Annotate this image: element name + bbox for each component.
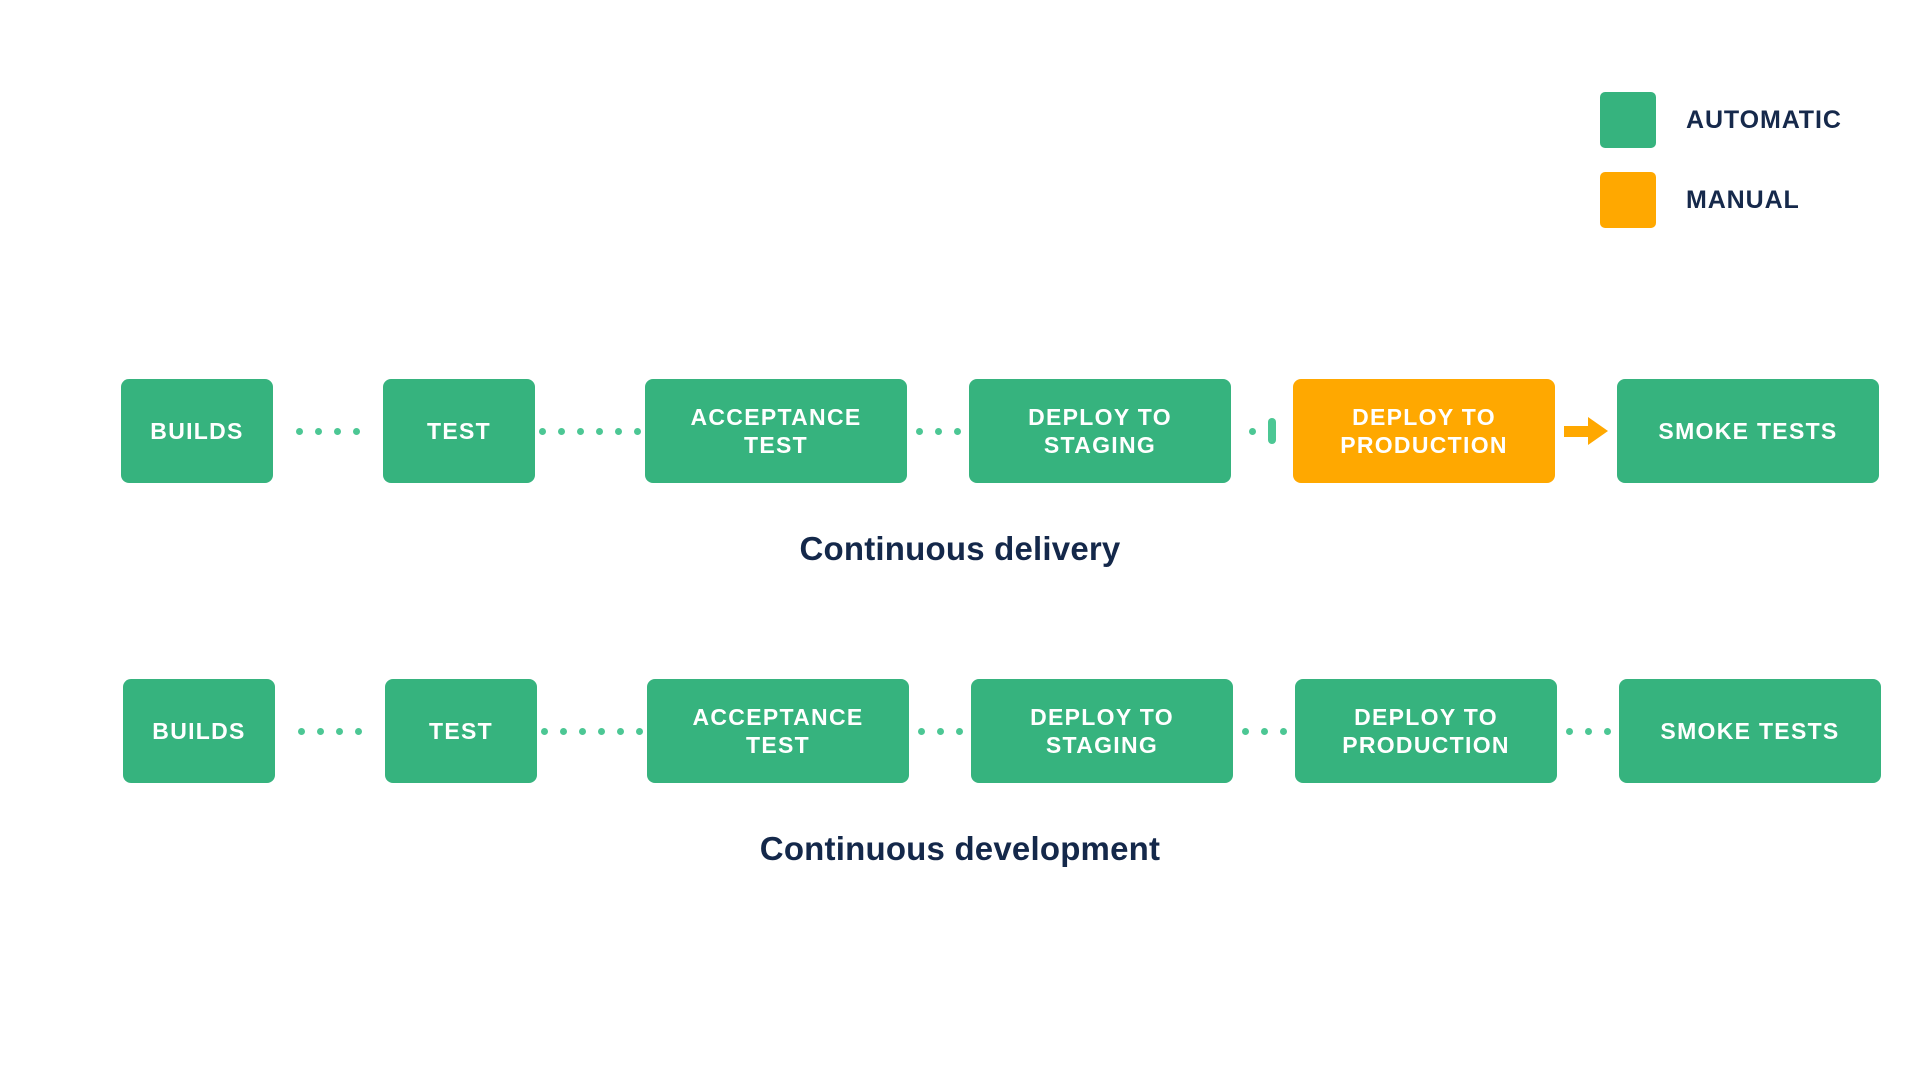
connector-dot bbox=[336, 727, 343, 735]
connector-dotted-line bbox=[275, 679, 385, 783]
pipeline-stage-label: ACCEPTANCE TEST bbox=[692, 703, 864, 758]
connector-dot bbox=[353, 427, 360, 435]
connector-dot bbox=[1241, 727, 1249, 735]
connector-dot bbox=[577, 427, 584, 435]
legend-item-manual: MANUAL bbox=[1600, 170, 1842, 230]
connector-dot bbox=[598, 727, 605, 735]
connector-dot bbox=[334, 427, 341, 435]
connector-dot bbox=[917, 727, 925, 735]
pipeline-stage[interactable]: DEPLOY TO STAGING bbox=[969, 379, 1231, 483]
connector-dot bbox=[636, 727, 643, 735]
connector-dot bbox=[539, 427, 546, 435]
pipeline-continuous-delivery: BUILDS TEST ACCEPTANCE TEST DEPLOY TO STAGI… bbox=[0, 378, 1920, 484]
pipeline-stage-label: BUILDS bbox=[152, 717, 246, 744]
connector-dot bbox=[317, 727, 324, 735]
connector-dot bbox=[936, 727, 944, 735]
connector-dot bbox=[615, 427, 622, 435]
connector-dot bbox=[579, 727, 586, 735]
legend-label-automatic: AUTOMATIC bbox=[1686, 105, 1842, 134]
connector-dot bbox=[1279, 727, 1287, 735]
connector-dot bbox=[355, 727, 362, 735]
pipeline-stage[interactable]: SMOKE TESTS bbox=[1617, 379, 1879, 483]
connector-dot bbox=[1565, 727, 1573, 735]
connector-dot bbox=[634, 427, 641, 435]
caption-continuous-delivery: Continuous delivery bbox=[799, 530, 1121, 567]
pipeline-continuous-development: BUILDS TEST ACCEPTANCE TEST DEPLOY TO STAGI… bbox=[0, 678, 1920, 784]
connector-dot bbox=[953, 427, 961, 435]
connector-arrow-icon bbox=[1555, 379, 1617, 483]
legend-label-manual: MANUAL bbox=[1686, 185, 1800, 214]
connector-dot bbox=[1584, 727, 1592, 735]
pipeline-stage[interactable]: ACCEPTANCE TEST bbox=[647, 679, 909, 783]
connector-dot bbox=[315, 427, 322, 435]
connector-dot bbox=[558, 427, 565, 435]
pipeline-stage[interactable]: ACCEPTANCE TEST bbox=[645, 379, 907, 483]
connector-dot bbox=[1603, 727, 1611, 735]
legend-item-automatic: AUTOMATIC bbox=[1600, 90, 1842, 150]
pipeline-stage[interactable]: BUILDS bbox=[121, 379, 273, 483]
connector-dot bbox=[541, 727, 548, 735]
connector-dot bbox=[296, 427, 303, 435]
connector-dotted-line bbox=[1231, 379, 1293, 483]
connector-dotted-line bbox=[535, 379, 645, 483]
pipeline-stage-label: TEST bbox=[427, 417, 491, 444]
pipeline-stage-label: DEPLOY TO PRODUCTION bbox=[1340, 403, 1508, 458]
connector-dotted-line bbox=[537, 679, 647, 783]
pipeline-stage-label: DEPLOY TO STAGING bbox=[1030, 703, 1174, 758]
pipeline-stage[interactable]: DEPLOY TO PRODUCTION bbox=[1295, 679, 1557, 783]
pipeline-stage[interactable]: SMOKE TESTS bbox=[1619, 679, 1881, 783]
connector-dot bbox=[617, 727, 624, 735]
pipeline-stage[interactable]: DEPLOY TO PRODUCTION bbox=[1293, 379, 1555, 483]
pipeline-stage-label: DEPLOY TO PRODUCTION bbox=[1342, 703, 1510, 758]
arrow-shaft bbox=[1564, 425, 1588, 437]
connector-dotted-line bbox=[1233, 679, 1295, 783]
legend-swatch-automatic-icon bbox=[1600, 92, 1656, 148]
caption-continuous-development: Continuous development bbox=[759, 830, 1161, 867]
connector-dotted-line bbox=[909, 679, 971, 783]
connector-dotted-line bbox=[273, 379, 383, 483]
connector-dot bbox=[596, 427, 603, 435]
pipeline-stage-label: SMOKE TESTS bbox=[1660, 717, 1840, 744]
pipeline-stage-label: ACCEPTANCE TEST bbox=[690, 403, 862, 458]
connector-dot bbox=[298, 727, 305, 735]
pipeline-stage-label: TEST bbox=[429, 717, 493, 744]
pipeline-stage[interactable]: TEST bbox=[383, 379, 535, 483]
arrow-head bbox=[1588, 417, 1608, 445]
pipeline-stage-label: DEPLOY TO STAGING bbox=[1028, 403, 1172, 458]
pipeline-stage[interactable]: DEPLOY TO STAGING bbox=[971, 679, 1233, 783]
connector-dot bbox=[955, 727, 963, 735]
pipeline-stage[interactable]: BUILDS bbox=[123, 679, 275, 783]
connector-dot bbox=[934, 427, 942, 435]
connector-dash-clipped bbox=[1267, 418, 1276, 444]
legend: AUTOMATIC MANUAL bbox=[1600, 90, 1842, 250]
connector-dotted-line bbox=[907, 379, 969, 483]
connector-dot bbox=[1260, 727, 1268, 735]
connector-dotted-line bbox=[1557, 679, 1619, 783]
pipeline-stage[interactable]: TEST bbox=[385, 679, 537, 783]
pipeline-stage-label: SMOKE TESTS bbox=[1658, 417, 1838, 444]
connector-dot bbox=[560, 727, 567, 735]
legend-swatch-manual-icon bbox=[1600, 172, 1656, 228]
pipeline-stage-label: BUILDS bbox=[150, 417, 244, 444]
connector-dot bbox=[1248, 427, 1256, 435]
connector-dot bbox=[915, 427, 923, 435]
